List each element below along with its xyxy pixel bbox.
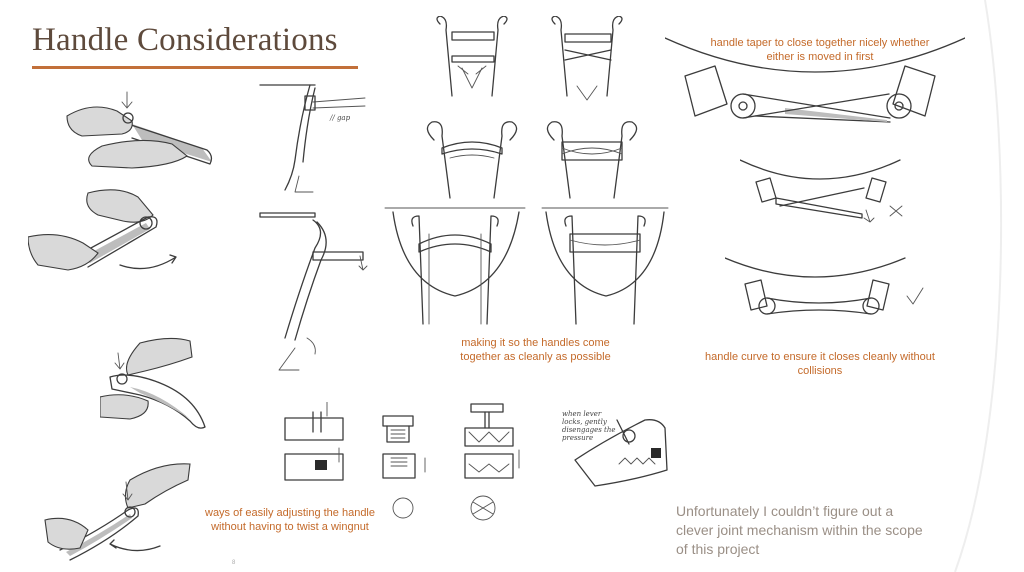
handle-top-view-4 bbox=[540, 118, 645, 203]
handle-curve-sketch bbox=[725, 256, 925, 326]
handle-top-view-1 bbox=[430, 16, 515, 106]
page-title: Handle Considerations bbox=[32, 22, 338, 58]
gap-label: // gap bbox=[330, 114, 351, 122]
lever-lock-sketch bbox=[555, 400, 675, 490]
handle-bowl-sketch-1 bbox=[383, 204, 528, 334]
pressure-note: when lever locks, gently disengages the … bbox=[562, 410, 616, 442]
handle-top-view-2 bbox=[545, 16, 630, 106]
handle-taper-sketch bbox=[665, 36, 965, 136]
adjust-mechanism-sketches bbox=[283, 402, 523, 522]
mechanism-1 bbox=[284, 402, 344, 481]
hand-grip-sketch-1 bbox=[62, 86, 222, 186]
hand-grip-sketch-2 bbox=[28, 185, 198, 285]
mechanism-2 bbox=[382, 415, 426, 479]
mechanism-3 bbox=[464, 403, 520, 479]
handle-profile-adjust-sketch bbox=[255, 208, 375, 383]
handle-collision-sketch bbox=[740, 158, 915, 228]
title-underline bbox=[32, 66, 358, 69]
page-number: 8 bbox=[232, 560, 236, 566]
hand-grip-sketch-3 bbox=[100, 335, 220, 435]
note-handle-taper: handle taper to close together nicely wh… bbox=[710, 37, 930, 63]
handle-profile-gap-sketch bbox=[255, 80, 375, 200]
note-handle-curve: handle curve to ensure it closes cleanly… bbox=[705, 351, 935, 377]
closing-remark: Unfortunately I couldn’t figure out a cl… bbox=[676, 503, 923, 557]
handle-bowl-sketch-2 bbox=[540, 204, 670, 334]
note-handles-come-together: making it so the handles come together a… bbox=[460, 337, 611, 363]
handle-top-view-3 bbox=[420, 118, 525, 203]
hand-grip-sketch-4 bbox=[40, 460, 200, 565]
note-adjust-handle: ways of easily adjusting the handle with… bbox=[205, 507, 375, 533]
